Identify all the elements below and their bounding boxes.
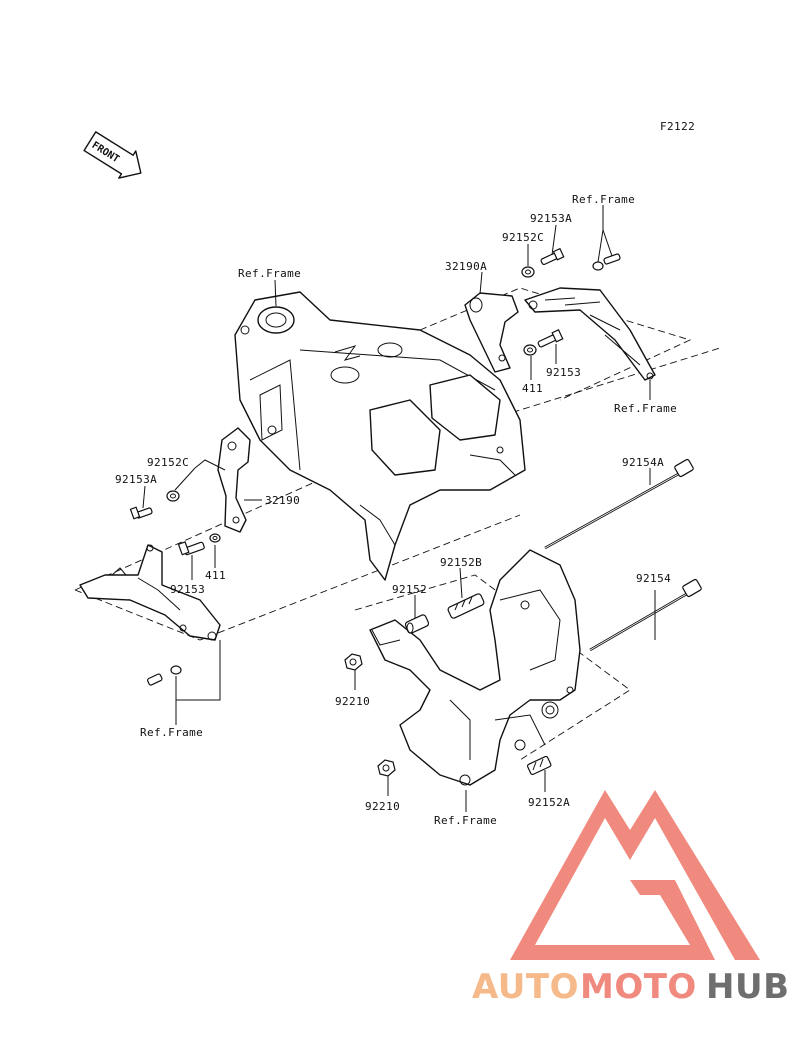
- label-ref-frame-center: Ref.Frame: [238, 267, 301, 280]
- bolt-92153-left: [177, 541, 205, 556]
- label-ref-frame-top-right: Ref.Frame: [572, 193, 635, 206]
- front-arrow-icon: FRONT: [83, 131, 142, 179]
- bolt-92153A-left: [129, 506, 153, 520]
- main-frame: [234, 291, 526, 581]
- long-bolt-92154: [589, 578, 702, 652]
- bolt-92153-right: [537, 328, 564, 348]
- engine-bracket-32190: [217, 427, 251, 533]
- part-labels: Ref.Frame 92153A 92152C 32190A Ref.Frame…: [115, 193, 677, 827]
- washer-92152C-left: [166, 490, 180, 502]
- label-92153-right: 92153: [546, 366, 581, 379]
- watermark-logo-icon: [510, 790, 760, 960]
- figure-code: F2122: [660, 120, 695, 133]
- engine-bracket-32190A: [464, 292, 519, 373]
- nut-92210-upper: [344, 653, 363, 671]
- leader-lines: [142, 205, 656, 812]
- label-411-left: 411: [205, 569, 226, 582]
- label-ref-frame-bottom: Ref.Frame: [434, 814, 497, 827]
- left-fasteners: [129, 490, 221, 686]
- bolt-ref-frame-bottom-left: [147, 665, 182, 686]
- label-92152: 92152: [392, 583, 427, 596]
- nut-92210-lower: [377, 759, 396, 777]
- watermark-auto: AUTO: [472, 967, 579, 1007]
- label-32190A: 32190A: [445, 260, 487, 273]
- watermark-moto: MOTO: [580, 967, 697, 1007]
- washer-92152C-top: [521, 266, 535, 278]
- label-411-right: 411: [522, 382, 543, 395]
- automotohub-watermark: AUTO MOTO HUB: [472, 790, 789, 1007]
- label-92210-upper: 92210: [335, 695, 370, 708]
- label-92152A: 92152A: [528, 796, 570, 809]
- washer-411-right: [523, 344, 537, 356]
- label-92154A: 92154A: [622, 456, 664, 469]
- long-bolt-92154A: [544, 458, 694, 550]
- upper-right-hanger-bracket: [524, 287, 656, 381]
- label-ref-frame-right: Ref.Frame: [614, 402, 677, 415]
- left-lower-bracket: [79, 544, 221, 641]
- bolts-ref-frame-top: [592, 253, 621, 271]
- label-92152C-top: 92152C: [502, 231, 544, 244]
- lower-right-frame-casting: [369, 549, 581, 786]
- bolt-92153A-top: [540, 247, 565, 266]
- washer-411-left: [209, 533, 221, 543]
- label-32190: 32190: [265, 494, 300, 507]
- label-92210-lower: 92210: [365, 800, 400, 813]
- label-92152B: 92152B: [440, 556, 482, 569]
- collar-92152A: [526, 755, 552, 776]
- collar-92152B: [447, 593, 485, 619]
- label-92153-left: 92153: [170, 583, 205, 596]
- label-92153A-left: 92153A: [115, 473, 157, 486]
- label-92154: 92154: [636, 572, 671, 585]
- collar-92152: [404, 614, 430, 634]
- watermark-hub: HUB: [706, 967, 789, 1007]
- label-ref-frame-bottom-left: Ref.Frame: [140, 726, 203, 739]
- label-92153A-top: 92153A: [530, 212, 572, 225]
- label-92152C-left: 92152C: [147, 456, 189, 469]
- upper-right-fasteners: [521, 247, 621, 356]
